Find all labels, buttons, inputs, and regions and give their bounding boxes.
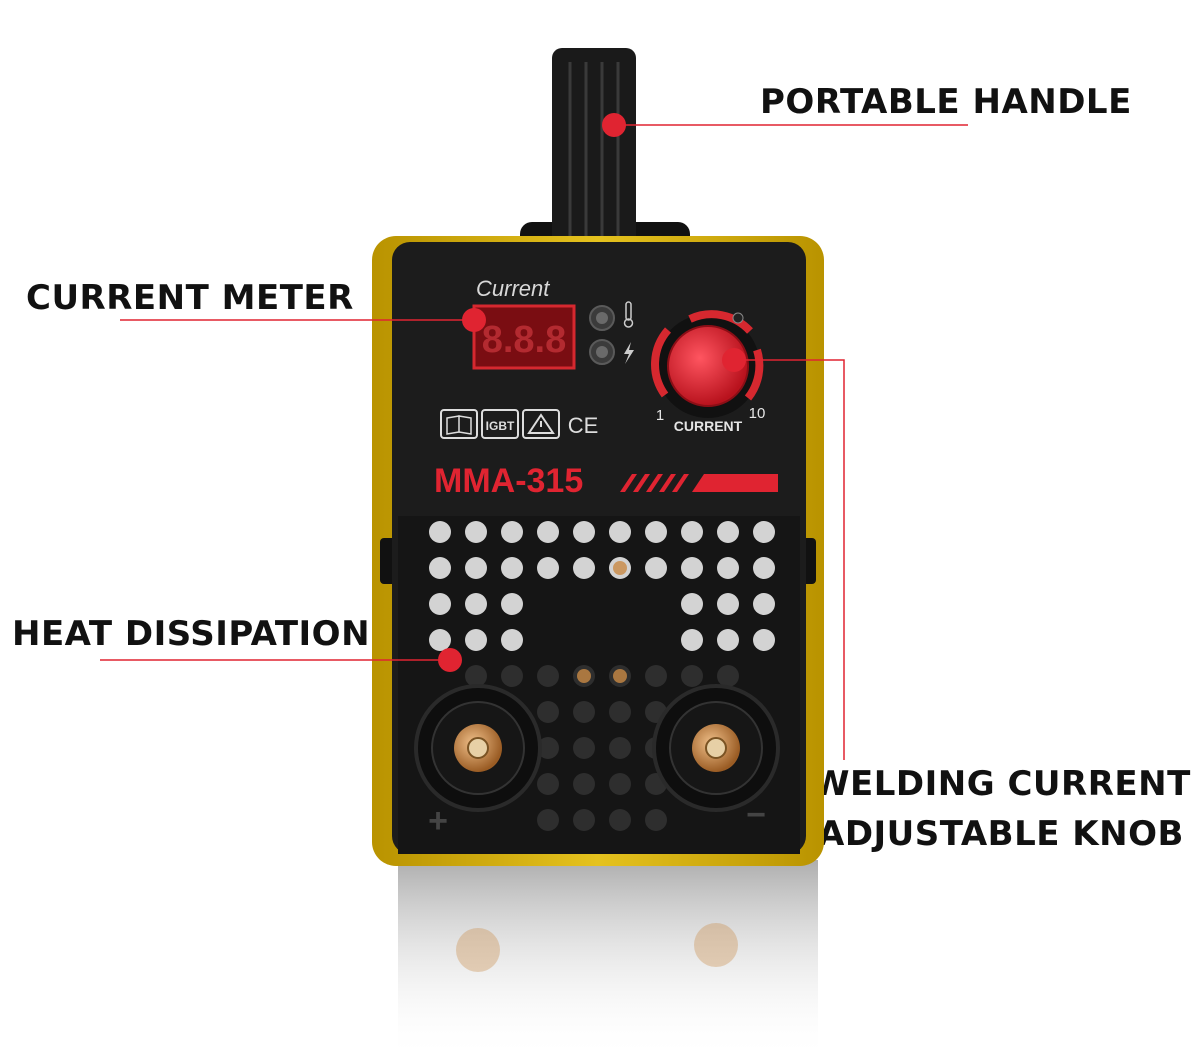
meter-display: 8.8.8 — [482, 319, 567, 361]
callout-portable-handle: PORTABLE HANDLE — [760, 82, 1132, 122]
terminal-minus-label: − — [746, 796, 766, 834]
current-meter: Current 8.8.8 — [472, 276, 576, 370]
knob-label: CURRENT — [674, 418, 743, 434]
callout-current-meter: CURRENT METER — [26, 278, 354, 318]
badge-ce: CE — [568, 413, 599, 438]
thermometer-icon — [623, 301, 634, 328]
indicator-lights — [589, 301, 634, 365]
meter-label: Current — [476, 276, 550, 301]
ventilation-grille-lower — [465, 665, 739, 831]
book-icon — [440, 409, 478, 439]
leader-lines — [100, 124, 968, 760]
model-label: MMA-315 — [434, 462, 778, 500]
knob-min-label: 1 — [656, 407, 664, 424]
portable-handle — [520, 48, 690, 252]
current-knob: 1 10 CURRENT — [651, 310, 766, 434]
badge-igbt: IGBT — [486, 419, 515, 433]
knob-max-label: 10 — [749, 405, 766, 422]
certification-badges: IGBT CE — [440, 409, 599, 439]
callout-welding-current: WELDING CURRENT — [812, 764, 1191, 804]
callout-dots — [438, 113, 746, 672]
ventilation-grille — [429, 521, 775, 651]
callout-adjustable-knob: ADJUSTABLE KNOB — [818, 814, 1184, 854]
model-name: MMA-315 — [434, 462, 583, 500]
internal-copper — [577, 561, 627, 683]
warning-icon — [522, 409, 560, 439]
lightning-icon — [624, 342, 634, 364]
floor-reflection — [398, 860, 818, 1058]
terminal-negative — [652, 684, 780, 812]
terminal-positive — [414, 684, 542, 812]
callout-heat-dissipation: HEAT DISSIPATION — [12, 614, 371, 654]
terminal-plus-label: + — [428, 802, 448, 840]
